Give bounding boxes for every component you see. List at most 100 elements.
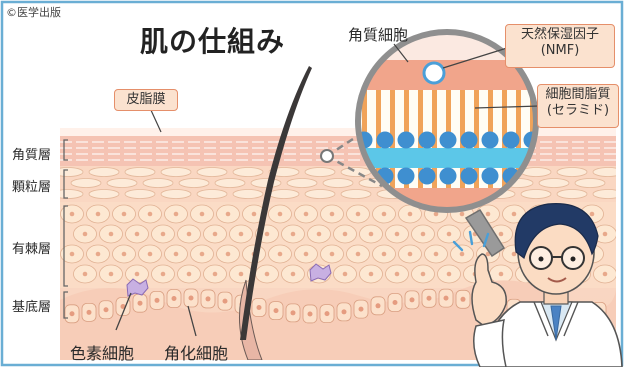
spinous-cell-nucleus (460, 252, 465, 257)
spinous-cell-nucleus (83, 272, 88, 277)
spinous-cell-nucleus (70, 212, 75, 217)
granular-cell (287, 179, 317, 188)
basal-cell-nucleus (325, 311, 330, 316)
granular-cell (593, 168, 623, 177)
ceramide-dot (461, 132, 478, 149)
spinous-cell-nucleus (135, 272, 140, 277)
ceramide-dot (398, 168, 415, 185)
basal-cell-nucleus (308, 311, 313, 316)
basal-cell-nucleus (393, 300, 398, 305)
spinous-cell-nucleus (447, 272, 452, 277)
diagram-title: 肌の仕組み (140, 20, 285, 60)
granular-cell (161, 168, 191, 177)
spinous-cell-nucleus (460, 212, 465, 217)
granular-cell (269, 190, 299, 199)
spinous-cell-nucleus (369, 272, 374, 277)
spinous-cell-nucleus (304, 252, 309, 257)
basal-cell-nucleus (274, 308, 279, 313)
callout-nmf-line1: 天然保湿因子 (506, 27, 614, 43)
ceramide-dot (482, 168, 499, 185)
spinous-cell-nucleus (382, 252, 387, 257)
granular-cell (89, 168, 119, 177)
spinous-cell-nucleus (278, 252, 283, 257)
ceramide-dot (419, 132, 436, 149)
basal-cell-nucleus (104, 307, 109, 312)
spinous-cell-nucleus (395, 232, 400, 237)
granular-cell (323, 179, 353, 188)
spinous-cell-nucleus (356, 212, 361, 217)
granular-cell (179, 179, 209, 188)
nmf-marker (424, 63, 444, 83)
basal-cell-nucleus (70, 311, 75, 316)
granular-cell (161, 190, 191, 199)
granular-cell (125, 168, 155, 177)
spinous-cell-nucleus (200, 212, 205, 217)
callout-lipid-line2: (セラミド) (538, 103, 618, 119)
spinous-cell-nucleus (356, 252, 361, 257)
spinous-cell-nucleus (226, 212, 231, 217)
spinous-cell-nucleus (512, 212, 517, 217)
spinous-cell-nucleus (304, 212, 309, 217)
spinous-cell-nucleus (317, 232, 322, 237)
spinous-cell-nucleus (70, 252, 75, 257)
granular-cell (107, 179, 137, 188)
spinous-cell-nucleus (174, 252, 179, 257)
granular-cell (557, 190, 587, 199)
spinous-cell-nucleus (278, 212, 283, 217)
granular-cell (305, 168, 335, 177)
ceramide-dot (398, 132, 415, 149)
spinous-cell-nucleus (408, 212, 413, 217)
granular-cell (521, 190, 551, 199)
basal-cell-nucleus (155, 298, 160, 303)
spinous-cell-nucleus (148, 212, 153, 217)
granular-cell (125, 190, 155, 199)
callout-intercellular-lipid: 細胞間脂質 (セラミド) (537, 84, 619, 128)
granular-cell (143, 179, 173, 188)
granular-cell (341, 168, 371, 177)
label-stratum-corneum: 角質層 (12, 144, 51, 163)
spinous-cell-nucleus (187, 272, 192, 277)
spinous-cell-nucleus (161, 272, 166, 277)
spinous-cell-nucleus (239, 232, 244, 237)
granular-cell (539, 179, 569, 188)
spinous-cell-nucleus (421, 272, 426, 277)
callout-sebum-film: 皮脂膜 (114, 89, 178, 111)
spinous-cell-nucleus (369, 232, 374, 237)
basal-cell-nucleus (291, 310, 296, 315)
spinous-cell-nucleus (135, 232, 140, 237)
spinous-cell-nucleus (343, 272, 348, 277)
label-melanocyte: 色素細胞 (70, 340, 134, 364)
spinous-cell-nucleus (382, 212, 387, 217)
spinous-cell-nucleus (291, 232, 296, 237)
basal-cell-nucleus (87, 310, 92, 315)
callout-lipid-line1: 細胞間脂質 (538, 87, 618, 103)
spinous-cell-nucleus (213, 272, 218, 277)
zoom-origin-marker (321, 150, 333, 162)
spinous-cell-nucleus (174, 212, 179, 217)
ceramide-dot (419, 168, 436, 185)
granular-cell (197, 168, 227, 177)
basal-cell-nucleus (172, 296, 177, 301)
basal-cell-nucleus (257, 305, 262, 310)
spinous-cell-nucleus (447, 232, 452, 237)
spinous-cell-nucleus (408, 252, 413, 257)
spinous-cell-nucleus (395, 272, 400, 277)
granular-cell (197, 190, 227, 199)
spinous-cell-nucleus (96, 252, 101, 257)
label-spinous-layer: 有棘層 (12, 238, 51, 257)
spinous-cell-nucleus (252, 212, 257, 217)
granular-cell (305, 190, 335, 199)
spinous-cell-nucleus (122, 252, 127, 257)
basal-cell-nucleus (342, 309, 347, 314)
lipid-water-band (356, 148, 538, 168)
spinous-cell-nucleus (434, 252, 439, 257)
copyright-notice: ©医学出版 (6, 4, 61, 20)
spinous-cell-nucleus (330, 252, 335, 257)
granular-cell (53, 190, 83, 199)
basal-cell-nucleus (223, 299, 228, 304)
ceramide-dot (440, 168, 457, 185)
granular-cell (71, 179, 101, 188)
spinous-cell-nucleus (499, 272, 504, 277)
spinous-cell-nucleus (486, 212, 491, 217)
spinous-cell-nucleus (161, 232, 166, 237)
